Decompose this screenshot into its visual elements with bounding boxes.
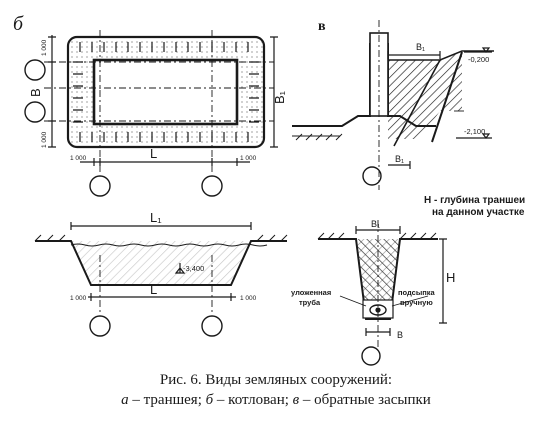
- note-line-2: на данном участке: [432, 207, 525, 218]
- dim-h-trench: H: [446, 270, 455, 285]
- note-line-1: H - глубина траншеи: [424, 194, 525, 206]
- dim-1000-left-bottom: 1 000: [41, 131, 48, 148]
- caption-text-v: – обратные засыпки: [299, 392, 431, 408]
- caption-text-b: – котлован;: [213, 392, 293, 408]
- backfill-label-line2: вручную: [400, 298, 433, 307]
- dim-b-plan: B: [28, 88, 43, 97]
- dim-l-trench: L: [150, 282, 157, 297]
- dim-b1-trench: B₁: [371, 219, 380, 229]
- elevation-3400: -3,400: [183, 264, 204, 273]
- caption-title: Рис. 6. Виды земляных сооружений:: [159, 372, 393, 388]
- pipe-label-line2: труба: [299, 298, 321, 307]
- dim-1000-trench-left: 1 000: [70, 295, 87, 302]
- section-label-b: б: [13, 13, 24, 35]
- elevation-0200: -0,200: [468, 55, 489, 64]
- pit-inner-contour: [92, 58, 239, 126]
- backfill-label-line1: подсыпка: [398, 288, 436, 297]
- trench-section: [34, 222, 288, 337]
- dim-1000-trench-right: 1 000: [240, 295, 257, 302]
- dim-b-trench: B: [397, 330, 403, 340]
- dim-1000-left-top: 1 000: [41, 39, 48, 56]
- elevation-2100: -2,100: [464, 127, 485, 136]
- foundation-backfill-section: [292, 20, 494, 190]
- dim-l1-trench: L₁: [150, 210, 162, 225]
- dim-1000-bottom-right: 1 000: [240, 155, 257, 162]
- caption-line-1: Рис. 6. Виды земляных сооружений:: [0, 372, 552, 389]
- dim-l-plan: L: [150, 146, 157, 161]
- dim-1000-bottom-left: 1 000: [70, 155, 87, 162]
- dim-b1-foundation: B₁: [416, 42, 425, 52]
- caption-text-a: – траншея;: [128, 392, 206, 408]
- dim-b1-foundation-bottom: B₁: [395, 154, 404, 164]
- trench-backfill-section: [317, 220, 447, 366]
- caption-letter-b: б: [205, 392, 214, 408]
- section-label-v: в: [318, 19, 326, 34]
- caption-line-2: а – траншея; б – котлован; в – обратные …: [0, 392, 552, 409]
- pit-plan-view: [24, 30, 278, 197]
- dim-b1-plan: B₁: [272, 90, 287, 104]
- pipe-label-line1: уложенная: [291, 288, 331, 297]
- caption-letter-v: в: [292, 392, 300, 408]
- caption-letter-a: а: [121, 392, 129, 408]
